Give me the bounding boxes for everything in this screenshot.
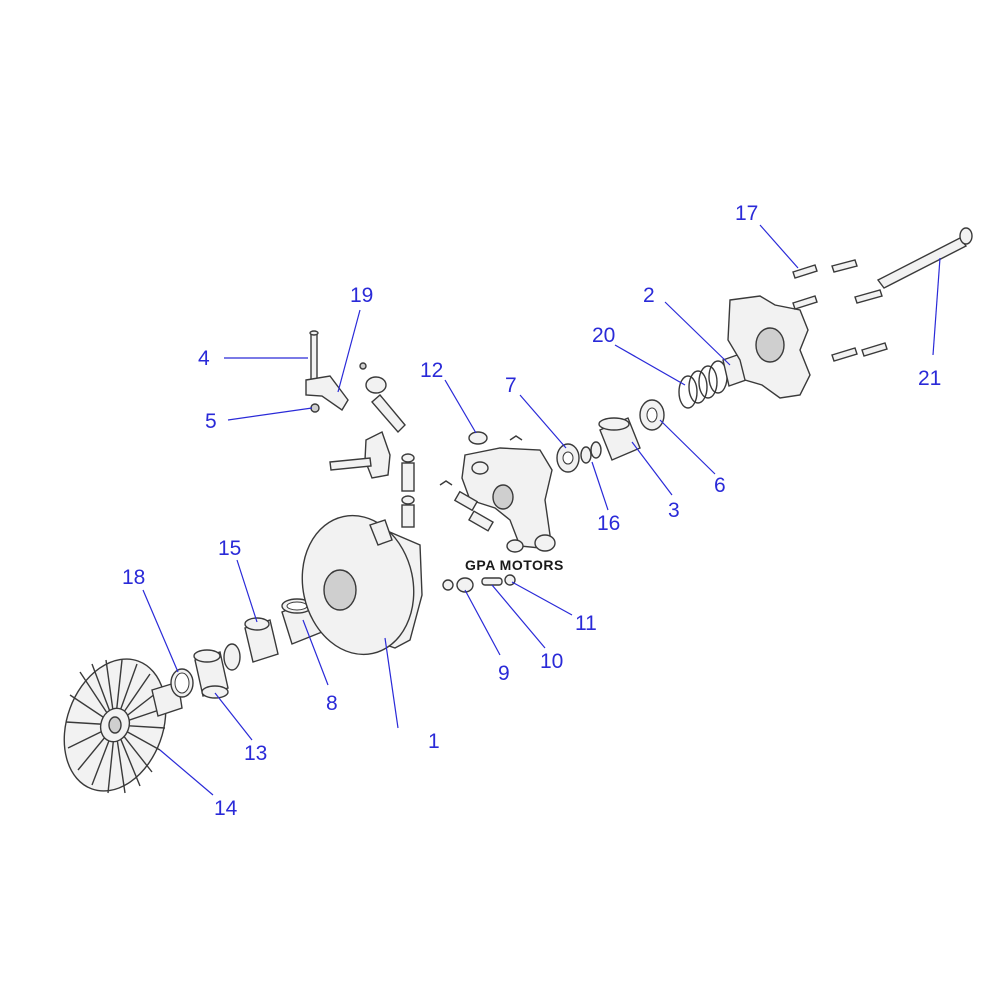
callout-12: 12 [420, 359, 443, 382]
callout-11: 11 [575, 612, 597, 635]
callout-21: 21 [918, 367, 941, 390]
spider-hub [461, 447, 556, 553]
part-10-pin [481, 577, 503, 586]
callout-19: 19 [350, 284, 373, 307]
part-14-fixed-sheave [63, 658, 183, 794]
part-15-bushing [244, 617, 279, 663]
callout-8: 8 [326, 692, 338, 715]
part-20-spring [678, 360, 728, 409]
callout-17: 17 [735, 202, 758, 225]
part-18-ring [170, 668, 194, 698]
callout-20: 20 [592, 324, 615, 347]
callout-3: 3 [668, 499, 680, 522]
leader-lines [142, 224, 941, 796]
callout-7: 7 [505, 374, 517, 397]
part-6-washer [639, 399, 665, 431]
callout-5: 5 [205, 410, 217, 433]
callout-14: 14 [214, 797, 238, 820]
part-19-weight-arm [305, 375, 349, 412]
part-5-nut [310, 403, 320, 413]
part-21-long-bolt [876, 227, 973, 289]
part-7-washer [556, 443, 580, 473]
callout-2: 2 [643, 284, 655, 307]
part-3-sleeve [598, 417, 641, 461]
callout-10: 10 [540, 650, 563, 673]
lower-weight-arm [329, 431, 391, 479]
callout-1: 1 [428, 730, 440, 753]
springs [439, 435, 523, 486]
callout-18: 18 [122, 566, 145, 589]
callout-15: 15 [218, 537, 241, 560]
cover-plate [727, 295, 811, 399]
callout-4: 4 [198, 347, 210, 370]
part-13-bushing [193, 649, 229, 699]
small-bushings [401, 453, 415, 528]
part-9-bushing [456, 577, 474, 593]
part-1-movable-sheave [301, 514, 423, 656]
part-4-pin [309, 330, 319, 384]
part-16-o-rings [580, 441, 602, 464]
part-9-ring [442, 579, 454, 591]
part-13-ring [223, 643, 241, 671]
callout-13: 13 [244, 742, 267, 765]
rollers [453, 490, 494, 532]
callout-9: 9 [498, 662, 510, 685]
watermark-logo: GPA MOTORS [465, 557, 564, 573]
roller-weight [359, 362, 406, 434]
callout-6: 6 [714, 474, 726, 497]
part-12-button [468, 431, 488, 445]
part-17-bolts [792, 259, 888, 362]
callout-16: 16 [597, 512, 620, 535]
callout-labels: 1 2 3 4 5 6 7 8 9 10 11 12 13 14 15 16 1… [122, 202, 941, 820]
